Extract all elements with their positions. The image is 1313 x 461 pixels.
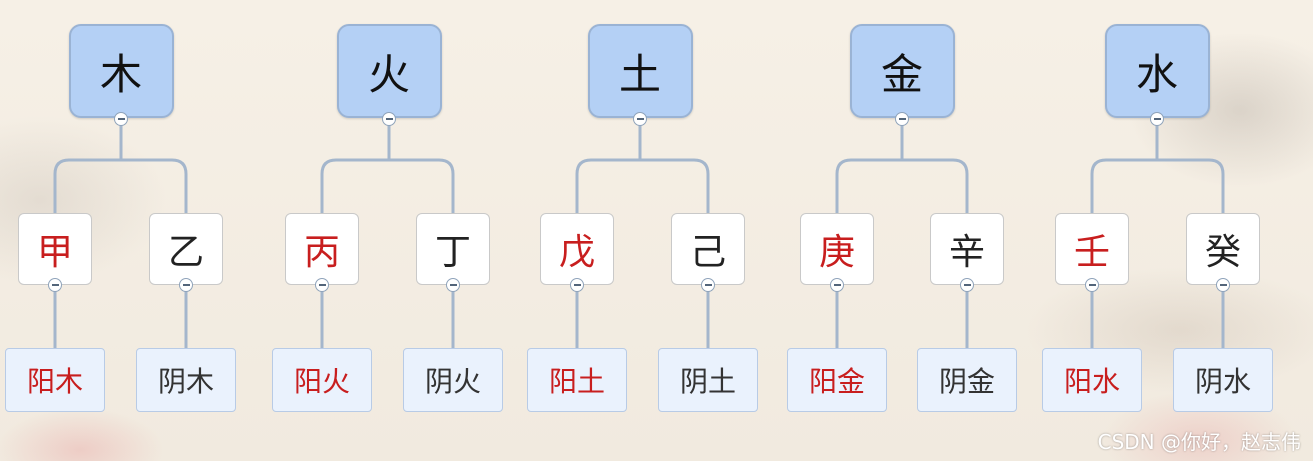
attribute-node[interactable]: 阴水 — [1173, 348, 1273, 412]
collapse-toggle-icon[interactable] — [633, 112, 647, 126]
stem-node[interactable]: 庚 — [800, 213, 874, 285]
element-node[interactable]: 金 — [849, 24, 955, 118]
stem-node[interactable]: 丁 — [416, 213, 490, 285]
collapse-toggle-icon[interactable] — [1216, 278, 1230, 292]
attribute-node[interactable]: 阴火 — [403, 348, 503, 412]
collapse-toggle-icon[interactable] — [315, 278, 329, 292]
element-node[interactable]: 土 — [587, 24, 693, 118]
collapse-toggle-icon[interactable] — [830, 278, 844, 292]
attribute-node[interactable]: 阴金 — [917, 348, 1017, 412]
collapse-toggle-icon[interactable] — [960, 278, 974, 292]
attribute-node[interactable]: 阳土 — [527, 348, 627, 412]
stem-node[interactable]: 辛 — [930, 213, 1004, 285]
branch-connector — [835, 118, 969, 213]
attribute-node[interactable]: 阴土 — [658, 348, 758, 412]
collapse-toggle-icon[interactable] — [114, 112, 128, 126]
branch-connector — [575, 118, 710, 213]
stem-node[interactable]: 戊 — [540, 213, 614, 285]
attribute-node[interactable]: 阳火 — [272, 348, 372, 412]
collapse-toggle-icon[interactable] — [1085, 278, 1099, 292]
stem-node[interactable]: 乙 — [149, 213, 223, 285]
collapse-toggle-icon[interactable] — [382, 112, 396, 126]
collapse-toggle-icon[interactable] — [570, 278, 584, 292]
watermark: CSDN @你好，赵志伟 — [1097, 430, 1301, 454]
attribute-node[interactable]: 阴木 — [136, 348, 236, 412]
collapse-toggle-icon[interactable] — [446, 278, 460, 292]
collapse-toggle-icon[interactable] — [701, 278, 715, 292]
branch-connector — [53, 118, 188, 213]
stem-node[interactable]: 丙 — [285, 213, 359, 285]
stem-node[interactable]: 甲 — [18, 213, 92, 285]
attribute-node[interactable]: 阳水 — [1042, 348, 1142, 412]
collapse-toggle-icon[interactable] — [1150, 112, 1164, 126]
stem-node[interactable]: 己 — [671, 213, 745, 285]
element-node[interactable]: 木 — [68, 24, 174, 118]
stem-node[interactable]: 癸 — [1186, 213, 1260, 285]
branch-connector — [320, 118, 455, 213]
collapse-toggle-icon[interactable] — [895, 112, 909, 126]
collapse-toggle-icon[interactable] — [48, 278, 62, 292]
stem-node[interactable]: 壬 — [1055, 213, 1129, 285]
collapse-toggle-icon[interactable] — [179, 278, 193, 292]
attribute-node[interactable]: 阳金 — [787, 348, 887, 412]
element-node[interactable]: 火 — [336, 24, 442, 118]
branch-connector — [1090, 118, 1225, 213]
attribute-node[interactable]: 阳木 — [5, 348, 105, 412]
element-node[interactable]: 水 — [1104, 24, 1210, 118]
